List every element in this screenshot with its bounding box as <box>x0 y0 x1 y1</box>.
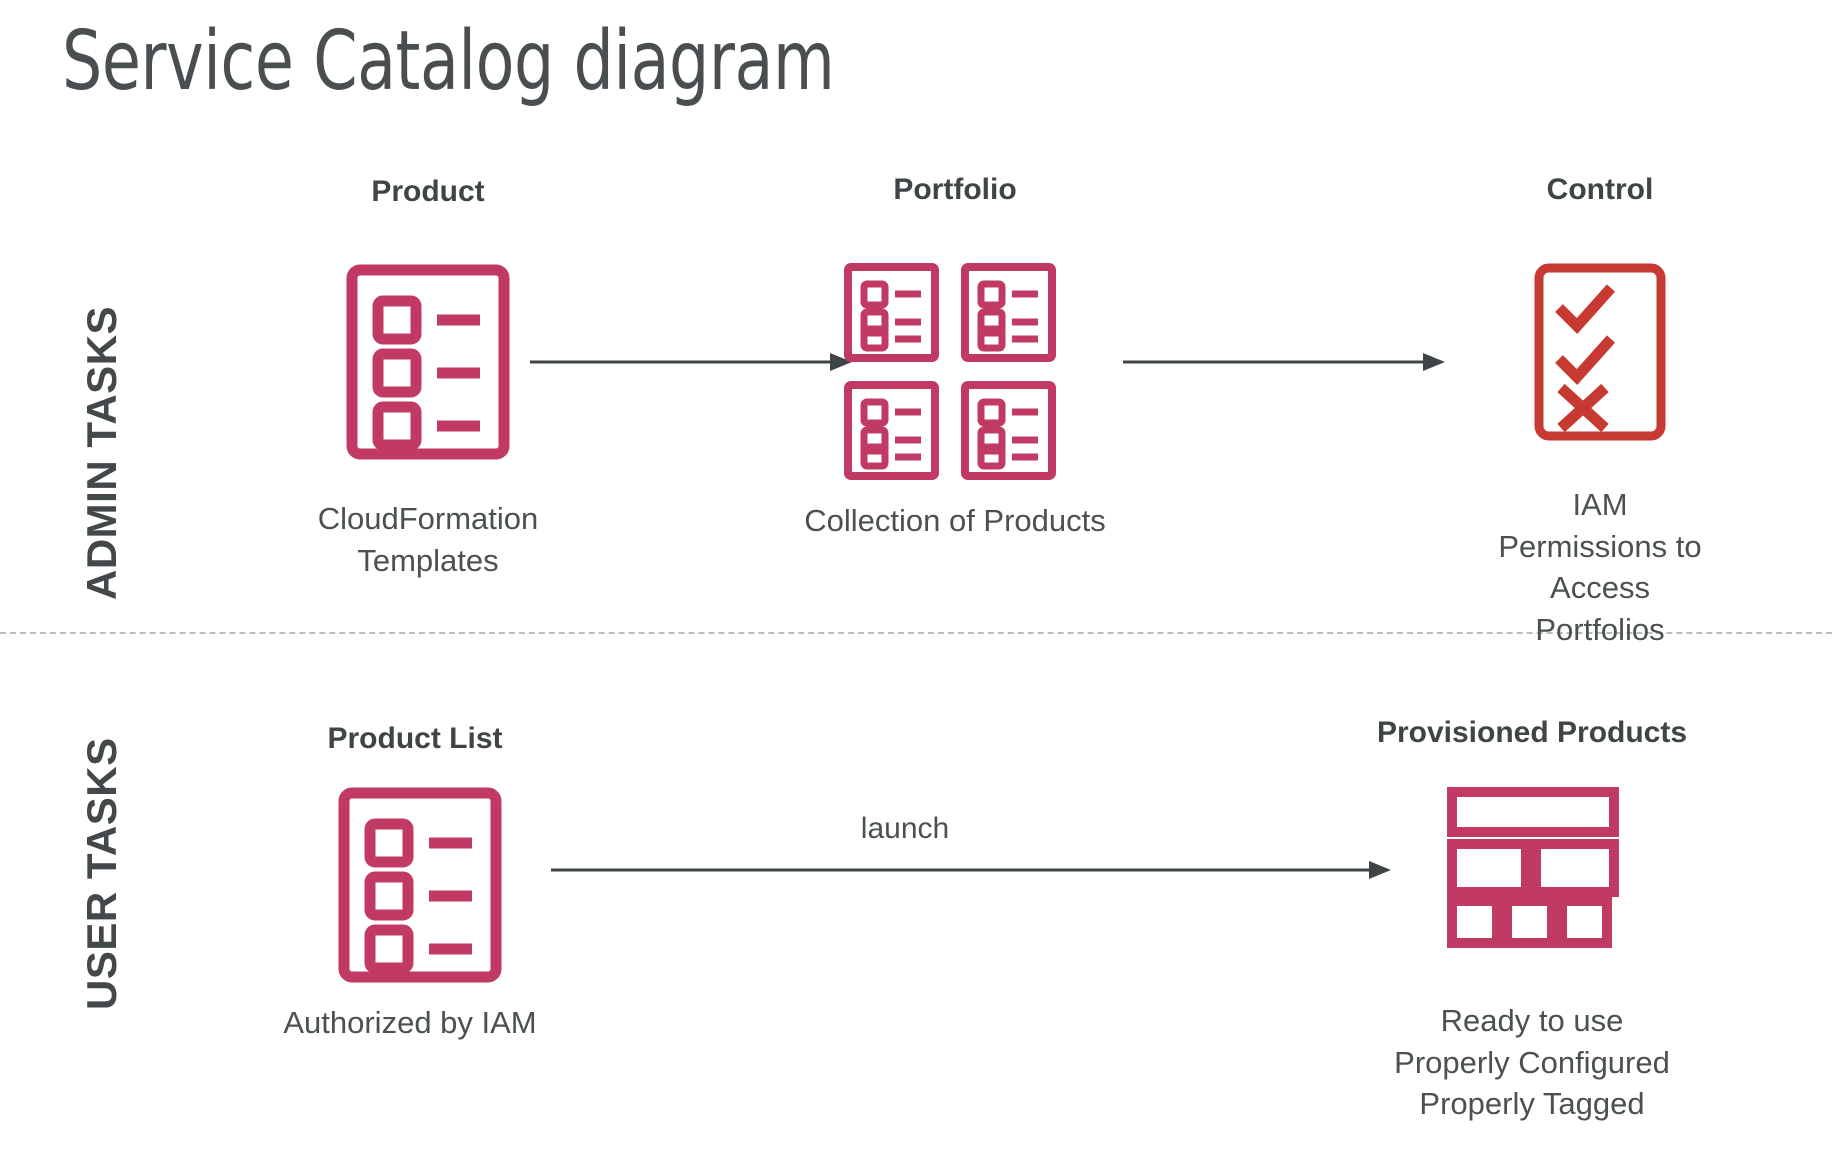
node-caption-product-list: Authorized by IAM <box>283 1005 537 1040</box>
arrow-launch <box>551 858 1391 882</box>
band-label-user-tasks: USER TASKS <box>78 737 125 1010</box>
arrow-product-to-portfolio <box>530 350 852 374</box>
node-caption-provisioned-products: Ready to use Properly Configured Properl… <box>1394 1003 1670 1122</box>
checklist-document-icon-product <box>345 263 511 461</box>
edge-label-launch: launch <box>860 812 950 845</box>
node-title-control: Control <box>1546 173 1654 206</box>
node-title-provisioned-products: Provisioned Products <box>1376 716 1688 749</box>
node-title-product-list: Product List <box>327 722 503 755</box>
check-cross-document-icon-control <box>1533 262 1667 442</box>
page-title: Service Catalog diagram <box>62 14 835 109</box>
band-label-admin-tasks: ADMIN TASKS <box>78 305 125 600</box>
node-caption-product: CloudFormation Templates <box>317 501 539 578</box>
node-title-portfolio: Portfolio <box>893 173 1017 206</box>
blocks-layout-icon-provisioned-products <box>1447 787 1619 948</box>
checklist-document-icon-product-list <box>337 786 503 984</box>
node-caption-control: IAM Permissions to Access Portfolios <box>1498 487 1702 647</box>
node-title-product: Product <box>371 175 485 208</box>
node-caption-portfolio: Collection of Products <box>804 503 1106 538</box>
section-divider <box>0 632 1832 634</box>
arrow-portfolio-to-control <box>1123 350 1445 374</box>
checklist-grid-icon-portfolio <box>843 262 1067 480</box>
